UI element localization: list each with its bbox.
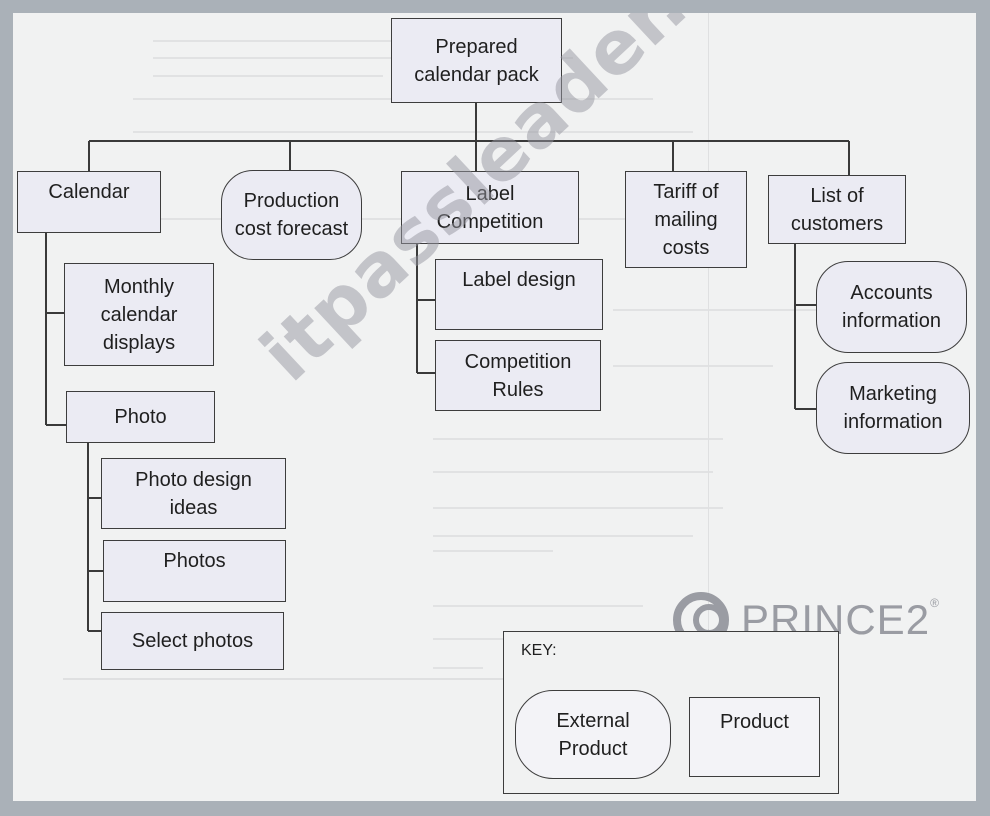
select-photos-box: Select photos (101, 612, 284, 670)
list-of-customers-box: List of customers (768, 175, 906, 244)
key-product: Product (689, 697, 820, 777)
select-photos-label: Select photos (131, 630, 254, 652)
production-cost-forecast-box: Production cost forecast (221, 170, 362, 260)
tariff-mailing-costs-label: Tariff of mailing costs (653, 180, 719, 259)
tariff-mailing-costs-box: Tariff of mailing costs (625, 171, 747, 268)
photo-box: Photo (66, 391, 215, 443)
diagram-canvas: Prepared calendar pack Calendar Producti… (13, 13, 976, 801)
label-competition-label: Label Competition (436, 182, 544, 233)
photos-label: Photos (163, 550, 226, 572)
calendar-box: Calendar (17, 171, 161, 233)
root-product-label: Prepared calendar pack (414, 35, 539, 86)
photo-design-ideas-box: Photo design ideas (101, 458, 286, 529)
key-title: KEY: (521, 642, 557, 659)
key-product-label: Product (720, 711, 789, 733)
photo-label: Photo (114, 406, 167, 428)
calendar-label: Calendar (48, 181, 130, 203)
key-external-product-label: External Product (556, 709, 630, 760)
photos-box: Photos (103, 540, 286, 602)
label-design-label: Label design (462, 269, 576, 291)
competition-rules-label: Competition Rules (464, 350, 572, 401)
accounts-information-box: Accounts information (816, 261, 967, 353)
key-external-product: External Product (515, 690, 671, 779)
label-design-box: Label design (435, 259, 603, 330)
list-of-customers-label: List of customers (790, 184, 884, 235)
production-cost-forecast-label: Production cost forecast (234, 190, 349, 240)
key-legend: KEY: External Product Product (503, 631, 839, 794)
monthly-calendar-displays-label: Monthly calendar displays (100, 275, 178, 354)
monthly-calendar-displays-box: Monthly calendar displays (64, 263, 214, 366)
label-competition-box: Label Competition (401, 171, 579, 244)
marketing-information-box: Marketing information (816, 362, 970, 454)
accounts-information-label: Accounts information (842, 282, 941, 332)
competition-rules-box: Competition Rules (435, 340, 601, 411)
connector-lines (45, 103, 850, 632)
marketing-information-label: Marketing information (843, 383, 943, 433)
photo-design-ideas-label: Photo design ideas (135, 468, 252, 519)
root-product-box: Prepared calendar pack (391, 18, 562, 103)
